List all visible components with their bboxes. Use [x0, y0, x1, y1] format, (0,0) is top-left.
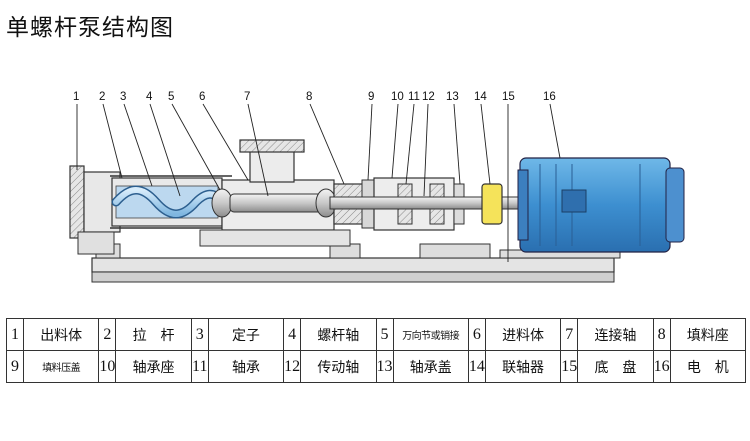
legend-row: 1 出料体 2 拉 杆 3 定子 4 螺杆轴 5 万向节或销接 6 进料体 7 …: [6, 318, 747, 351]
legend-number: 5: [375, 318, 394, 351]
callout-9: 9: [368, 91, 374, 103]
legend-row: 9 填料压盖 10 轴承座 11 轴承 12 传动轴 13 轴承盖 14 联轴器…: [6, 350, 747, 383]
legend-part-name: 万向节或销接: [392, 318, 469, 351]
parts-legend-table: 1 出料体 2 拉 杆 3 定子 4 螺杆轴 5 万向节或销接 6 进料体 7 …: [6, 318, 747, 383]
callout-numbers: 1 2 3 4 5 6 7 8 9 10 11 12 13 14 15 16: [73, 91, 556, 103]
callout-8: 8: [306, 91, 312, 103]
legend-part-name: 定子: [207, 318, 285, 351]
callout-14: 14: [474, 91, 487, 103]
legend-part-name: 进料体: [484, 318, 562, 351]
coupling: [481, 183, 503, 225]
legend-part-name: 拉 杆: [115, 318, 192, 351]
motor: [517, 157, 685, 253]
legend-part-name: 电 机: [669, 350, 747, 383]
legend-number: 12: [283, 350, 302, 383]
screw-rotor: [111, 185, 225, 219]
legend-part-name: 底 盘: [577, 350, 654, 383]
callout-16: 16: [543, 91, 556, 103]
callout-11: 11: [408, 91, 420, 103]
legend-part-name: 传动轴: [300, 350, 377, 383]
callout-3: 3: [120, 91, 126, 103]
legend-part-name: 连接轴: [577, 318, 654, 351]
callout-6: 6: [199, 91, 205, 103]
legend-number: 16: [652, 350, 671, 383]
callout-13: 13: [446, 91, 459, 103]
legend-part-name: 填料座: [669, 318, 747, 351]
callout-2: 2: [99, 91, 105, 103]
page-title: 单螺杆泵结构图: [6, 15, 174, 41]
legend-number: 10: [98, 350, 117, 383]
callout-12: 12: [422, 91, 435, 103]
legend-part-name: 轴承盖: [392, 350, 469, 383]
legend-number: 8: [652, 318, 671, 351]
callout-15: 15: [502, 91, 515, 103]
legend-number: 1: [6, 318, 24, 351]
legend-part-name: 螺杆轴: [300, 318, 377, 351]
legend-number: 2: [98, 318, 117, 351]
stator: [111, 177, 223, 227]
legend-number: 15: [560, 350, 579, 383]
connecting-shaft: [211, 188, 337, 218]
legend-part-name: 联轴器: [484, 350, 562, 383]
callout-7: 7: [244, 91, 250, 103]
legend-part-name: 填料压盖: [22, 350, 100, 383]
legend-number: 13: [375, 350, 394, 383]
callout-10: 10: [391, 91, 404, 103]
legend-number: 11: [190, 350, 209, 383]
legend-part-name: 出料体: [22, 318, 100, 351]
callout-4: 4: [146, 91, 153, 103]
base-plate: [91, 243, 621, 283]
legend-part-name: 轴承: [207, 350, 285, 383]
callout-5: 5: [168, 91, 174, 103]
legend-number: 14: [467, 350, 486, 383]
pump-structure-diagram: 1 2 3 4 5 6 7 8 9 10 11 12 13 14 15 16: [69, 91, 685, 283]
legend-part-name: 轴承座: [115, 350, 192, 383]
callout-leaders: [76, 103, 561, 262]
legend-number: 7: [560, 318, 579, 351]
legend-number: 3: [190, 318, 209, 351]
callout-1: 1: [73, 91, 79, 103]
legend-number: 9: [6, 350, 24, 383]
legend-number: 6: [467, 318, 486, 351]
legend-number: 4: [283, 318, 302, 351]
